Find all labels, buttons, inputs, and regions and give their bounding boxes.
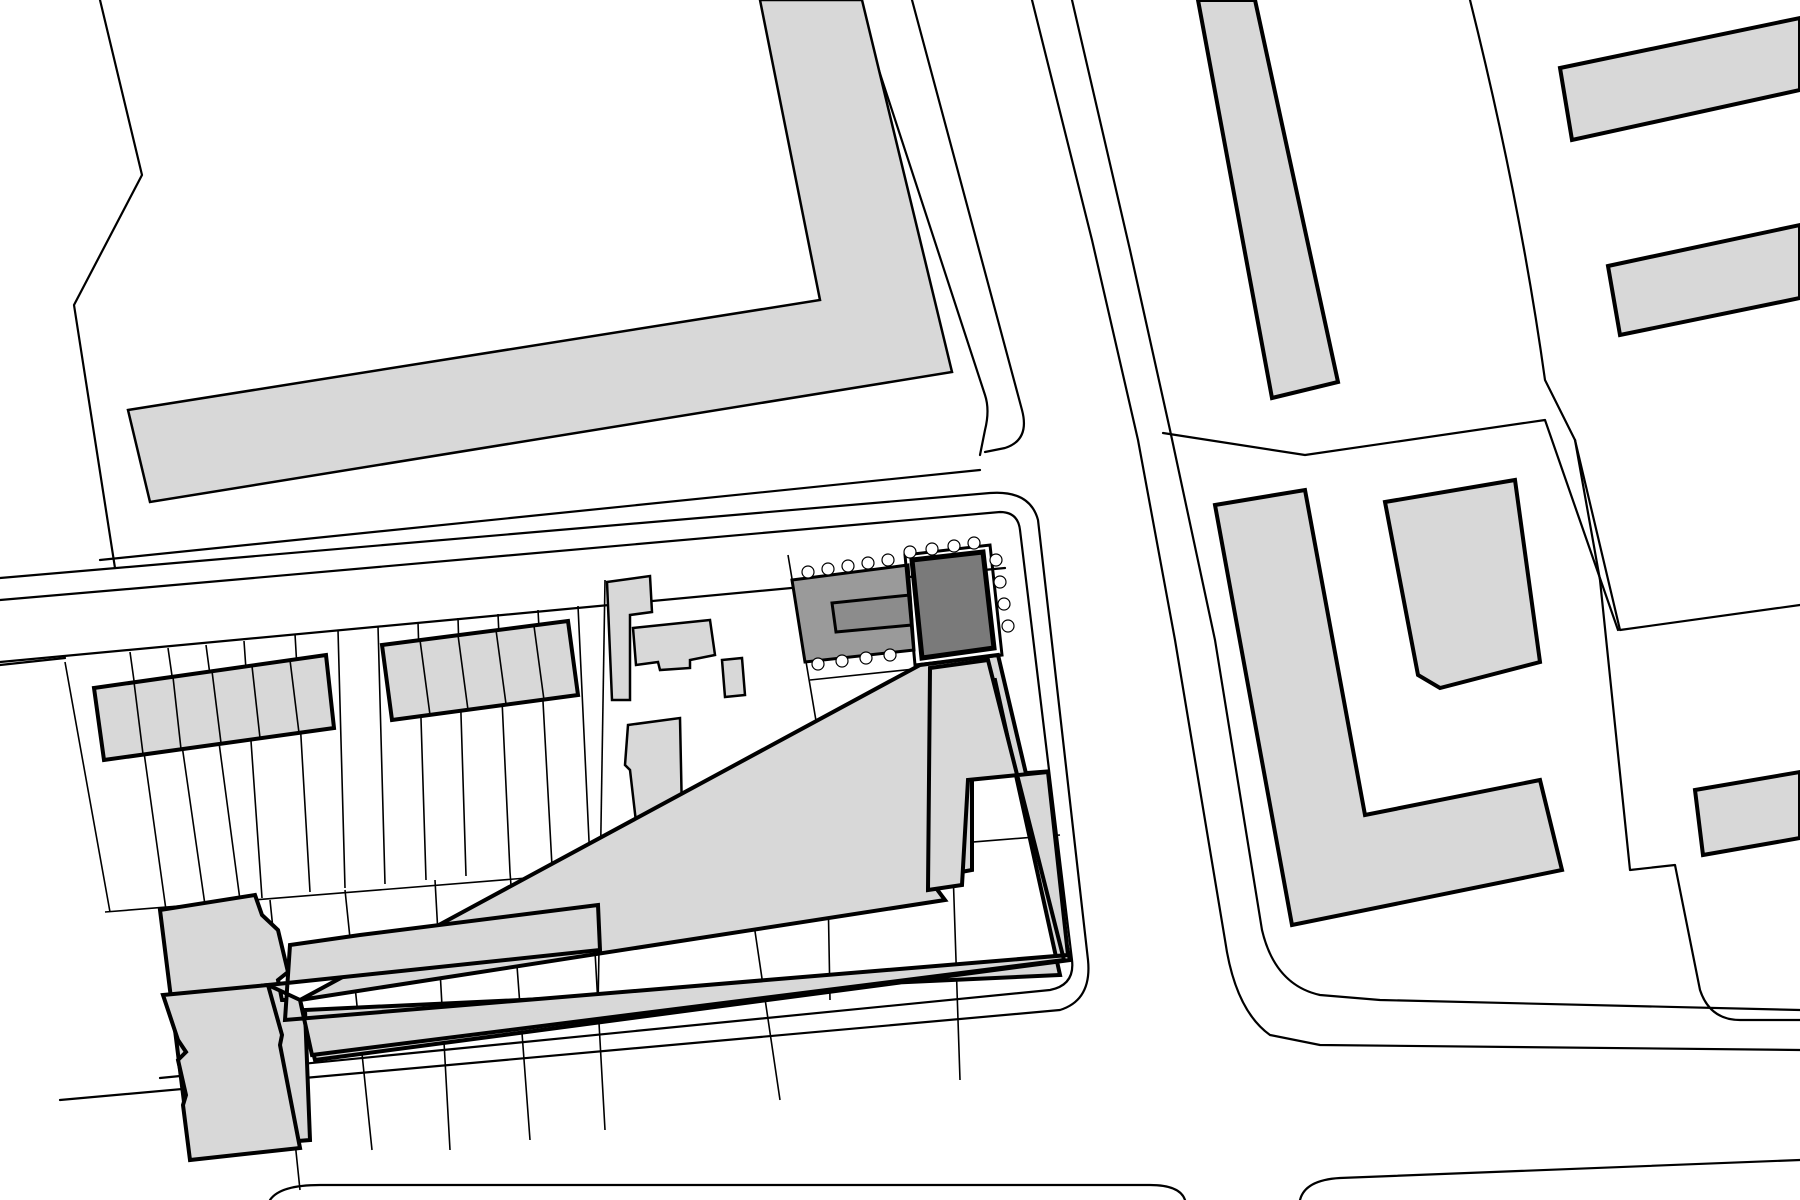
- tree-icon: [859, 651, 873, 665]
- building-square-east: [1382, 477, 1543, 691]
- east-block-inner: [1573, 438, 1800, 632]
- subject-building-annex-inner: [830, 593, 914, 634]
- west-street-north-curb: [0, 491, 1090, 1102]
- row-parcels-mid: [294, 605, 591, 893]
- building-south-block-body: [160, 982, 303, 1163]
- tree-icon: [821, 562, 835, 576]
- east-path-upper: [1468, 0, 1577, 442]
- rowhouses-west: [91, 652, 337, 763]
- building-small-c3: [720, 656, 747, 699]
- subject-building-main: [909, 549, 997, 661]
- tree-icon: [881, 553, 895, 567]
- tree-icon: [841, 559, 855, 573]
- bottom-curb-left: [268, 1183, 1187, 1200]
- rowhouses-mid-dividers: [419, 625, 545, 716]
- tree-icon: [1001, 619, 1015, 633]
- east-plaza-path: [1161, 418, 1620, 632]
- rowhouses-mid: [379, 618, 581, 723]
- tree-icon: [811, 657, 825, 671]
- tree-icon: [967, 536, 981, 550]
- avenue-west-lane: [1030, 0, 1800, 1052]
- building-small-c2: [631, 618, 717, 672]
- subject-building-group: [790, 536, 1015, 671]
- rowhouses-west-dividers: [133, 659, 300, 755]
- building-bar-east: [1692, 769, 1800, 858]
- tree-icon: [883, 648, 897, 662]
- tree-icon: [925, 542, 939, 556]
- tree-icon: [993, 575, 1007, 589]
- building-small-c1: [605, 574, 654, 702]
- subject-building-outline: [903, 543, 1004, 667]
- top-left-block-south-edge: [98, 468, 982, 562]
- west-street-south-curb: [0, 510, 1074, 1080]
- avenue-east-edge: [1070, 0, 1800, 1012]
- buildings: [91, 0, 1800, 1163]
- building-bar-ne-1: [1557, 15, 1800, 143]
- tree-icon: [801, 565, 815, 579]
- building-south-block-main: [260, 657, 1071, 1058]
- tree-icon: [997, 597, 1011, 611]
- avenue-west-edge: [910, 0, 1026, 454]
- tree-icon: [947, 539, 961, 553]
- row-parcels-west: [64, 640, 263, 913]
- tree-icon: [835, 654, 849, 668]
- building-bar-ne-2: [1605, 222, 1800, 338]
- building-l-block-north: [126, 0, 954, 504]
- top-left-block-west-edge: [72, 0, 144, 570]
- south-street-north-curb: [0, 656, 67, 667]
- top-left-block-inner-curb: [854, 0, 989, 457]
- tree-icon: [861, 556, 875, 570]
- tree-markers: [801, 536, 1015, 671]
- tree-icon: [989, 553, 1003, 567]
- east-block-lower: [1573, 438, 1800, 1022]
- building-l-east: [1212, 487, 1565, 928]
- bottom-curb-right: [1298, 1158, 1800, 1200]
- building-slab-north: [1195, 0, 1341, 401]
- tree-icon: [903, 545, 917, 559]
